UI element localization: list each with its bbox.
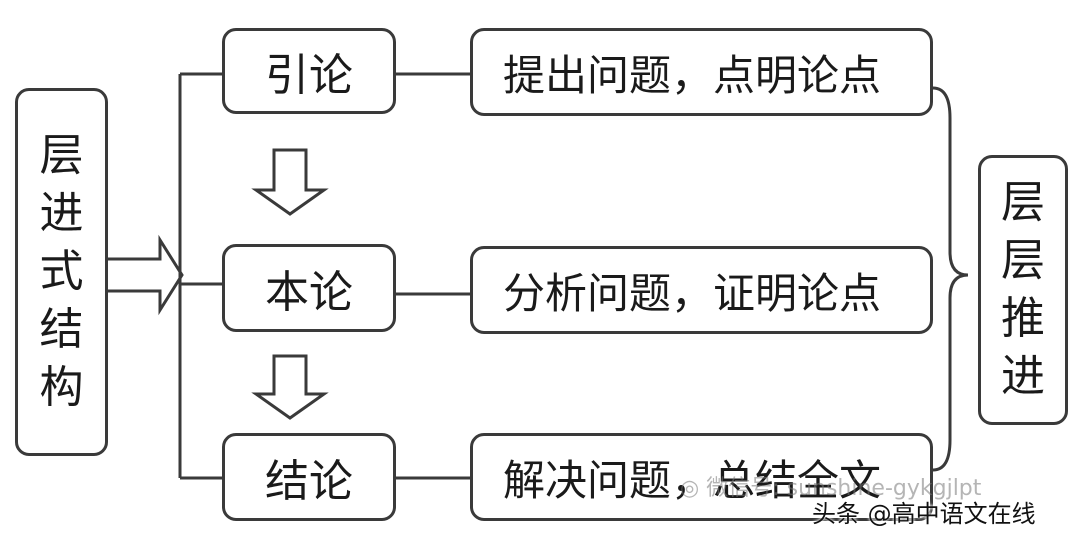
down-arrow-icon-2 <box>251 354 329 420</box>
node-label: 引论 <box>265 50 353 101</box>
node-body: 本论 <box>222 244 396 332</box>
desc-body: 分析问题，证明论点 <box>470 246 933 334</box>
right-char: 层 <box>1001 235 1045 286</box>
left-char: 进 <box>39 188 84 239</box>
progression-label: 层 层 推 进 <box>1001 174 1045 406</box>
right-char: 层 <box>1001 177 1045 228</box>
desc-label: 解决问题，总结全文 <box>503 455 882 505</box>
desc-conclusion: 解决问题，总结全文 <box>470 433 933 521</box>
node-label: 结论 <box>265 456 353 507</box>
right-char: 推 <box>1001 293 1045 344</box>
node-intro: 引论 <box>222 28 396 114</box>
node-conclusion: 结论 <box>222 433 396 521</box>
structure-type-label: 层 进 式 结 构 <box>40 127 84 417</box>
wechat-watermark: ◎ 微信号: sunshine-gykgjlpt <box>680 470 981 502</box>
right-char: 进 <box>1001 351 1045 402</box>
toutiao-watermark: 头条 @高中语文在线 <box>812 494 1036 529</box>
toutiao-handle: 头条 @高中语文在线 <box>812 500 1036 528</box>
right-brace <box>932 86 969 472</box>
left-char: 层 <box>39 130 84 181</box>
wechat-id: 微信号: sunshine-gykgjlpt <box>706 476 982 501</box>
left-char: 式 <box>39 246 84 297</box>
right-arrow-icon <box>108 234 184 316</box>
desc-label: 提出问题，点明论点 <box>503 50 882 100</box>
node-label: 本论 <box>265 267 353 318</box>
down-arrow-icon-1 <box>251 148 329 216</box>
desc-label: 分析问题，证明论点 <box>503 268 882 318</box>
progression-box: 层 层 推 进 <box>978 155 1068 425</box>
desc-intro: 提出问题，点明论点 <box>470 28 933 116</box>
structure-type-box: 层 进 式 结 构 <box>15 88 108 456</box>
wechat-icon: ◎ <box>680 476 700 501</box>
left-char: 构 <box>39 362 84 413</box>
left-char: 结 <box>39 304 84 355</box>
